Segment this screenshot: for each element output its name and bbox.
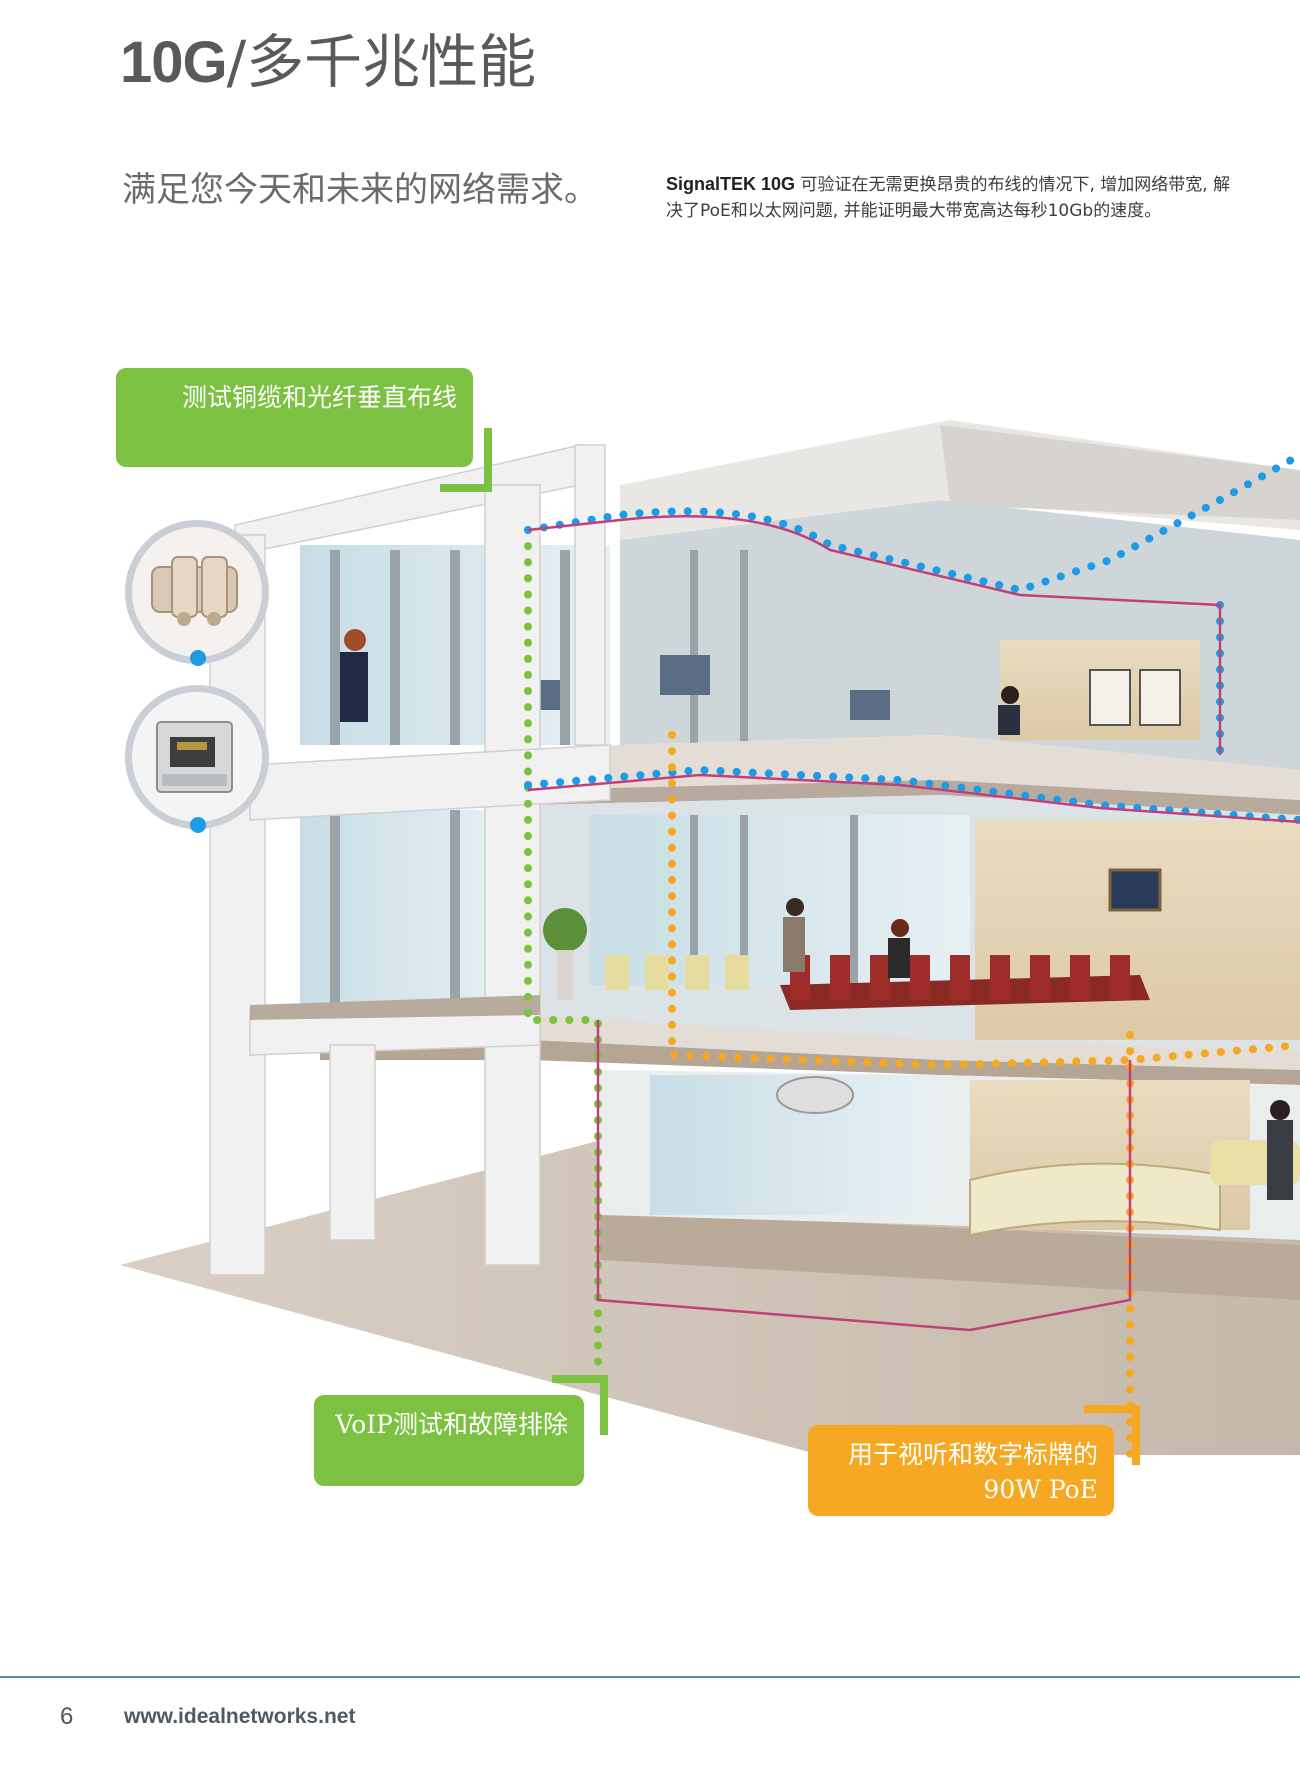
callout-copper-fiber: 测试铜缆和光纤垂直布线 [116,368,473,467]
page-title: 10G/多千兆性能 [120,22,536,102]
callout-voip: VoIP测试和故障排除 [314,1395,584,1486]
cable-runs [527,515,1300,1332]
product-description-text: 可验证在无需更换昂贵的布线的情况下, 增加网络带宽, 解决了PoE和以太网问题,… [666,175,1231,221]
floor-slab-lower [320,1015,1300,1070]
footer-url[interactable]: www.idealnetworks.net [124,1705,356,1728]
product-brand: SignalTEK 10G [666,174,796,194]
rj45-jack-icon [156,721,233,793]
footer-rule [0,1676,1300,1678]
connector-dot-2 [190,817,206,833]
page-title-rest: /多千兆性能 [226,28,537,96]
green-cable-path [524,526,602,1369]
callout-bracket-3 [1084,1405,1140,1465]
callout-poe: 用于视听和数字标牌的90W PoE [808,1425,1114,1516]
people [340,629,1293,1200]
fiber-lc-connector-icon [151,556,238,626]
page-subtitle: 满足您今天和未来的网络需求。 [122,170,598,210]
callout-bracket-2 [552,1375,608,1435]
page-number: 6 [60,1703,74,1730]
connector-fiber [125,520,269,664]
connector-rj45 [125,685,269,829]
security-camera [776,1076,854,1114]
product-description: SignalTEK 10G 可验证在无需更换昂贵的布线的情况下, 增加网络带宽,… [666,171,1236,224]
page-title-bold: 10G [120,30,228,95]
connector-dot-1 [190,650,206,666]
building-cutaway-illustration [120,420,1300,1464]
callout-bracket-1 [440,428,492,492]
